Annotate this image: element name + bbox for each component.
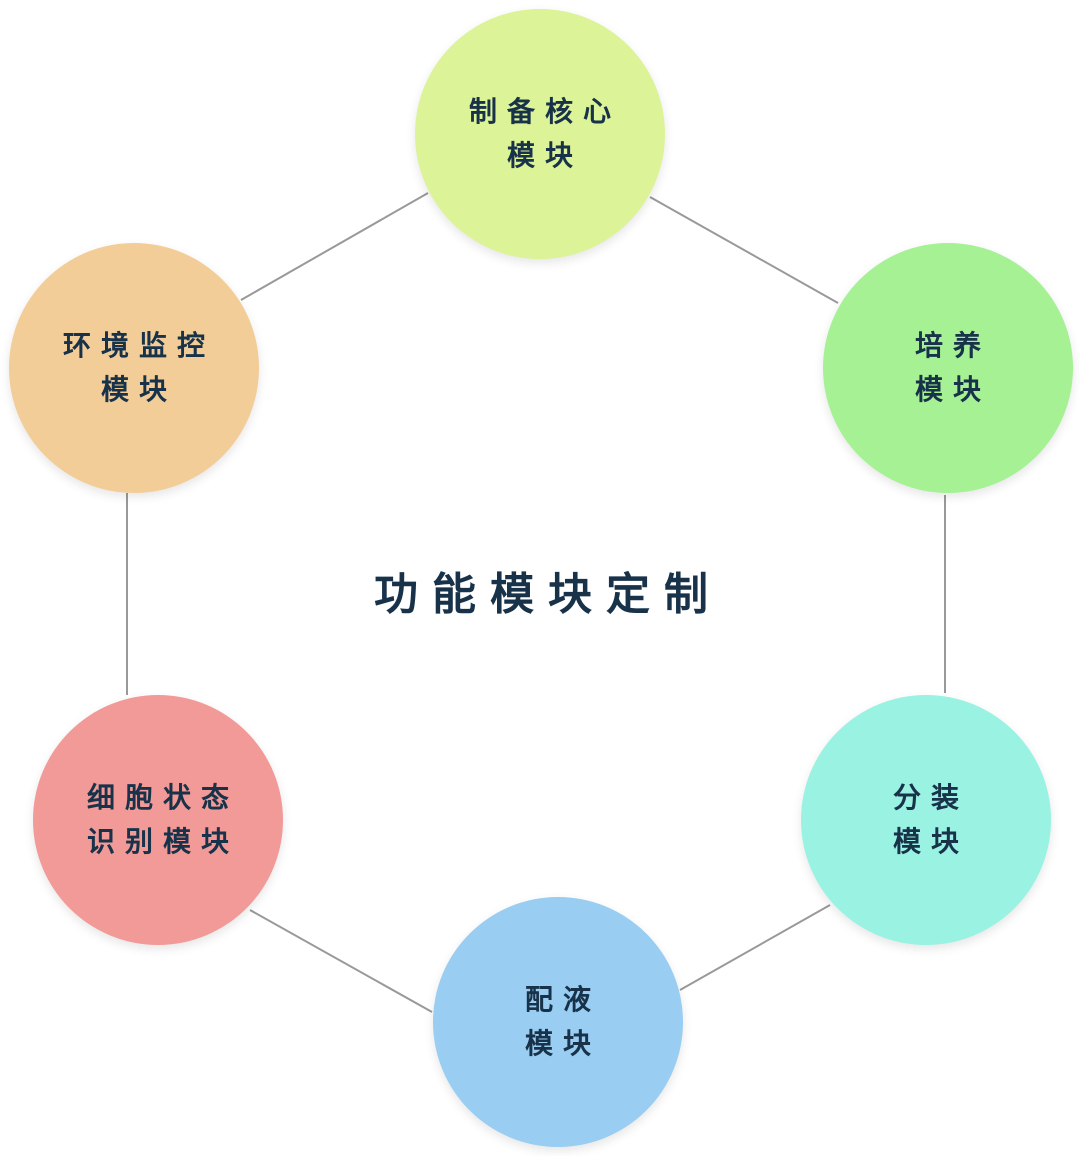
node-label-line-1: 制备核心 (468, 95, 621, 128)
node-label-line-1: 配液 (524, 983, 601, 1016)
node-prep-core-module: 制备核心 模块 (415, 9, 665, 259)
node-label-line-1: 环境监控 (62, 329, 215, 362)
node-label-line-2: 模块 (506, 139, 583, 172)
node-label-line-2: 模块 (892, 825, 969, 858)
connector-env-prep (240, 192, 429, 301)
node-label-line-2: 识别模块 (86, 825, 239, 858)
node-label-line-2: 模块 (100, 373, 177, 406)
connector-dispense-liquid (679, 904, 831, 991)
connector-prep-culture (649, 196, 839, 304)
node-label-line-2: 模块 (524, 1027, 601, 1060)
node-dispense-module: 分装 模块 (801, 695, 1051, 945)
node-cell-state-recognition-module: 细胞状态 识别模块 (33, 695, 283, 945)
node-label-line-2: 模块 (914, 373, 991, 406)
node-environment-monitor-module: 环境监控 模块 (9, 243, 259, 493)
node-culture-module: 培养 模块 (823, 243, 1073, 493)
node-label-line-1: 培养 (914, 329, 991, 362)
node-label-line-1: 分装 (892, 781, 969, 814)
connector-liquid-cell (249, 909, 433, 1013)
center-title: 功能模块定制 (374, 569, 722, 620)
node-liquid-prep-module: 配液 模块 (433, 897, 683, 1147)
node-label-line-1: 细胞状态 (86, 781, 239, 814)
